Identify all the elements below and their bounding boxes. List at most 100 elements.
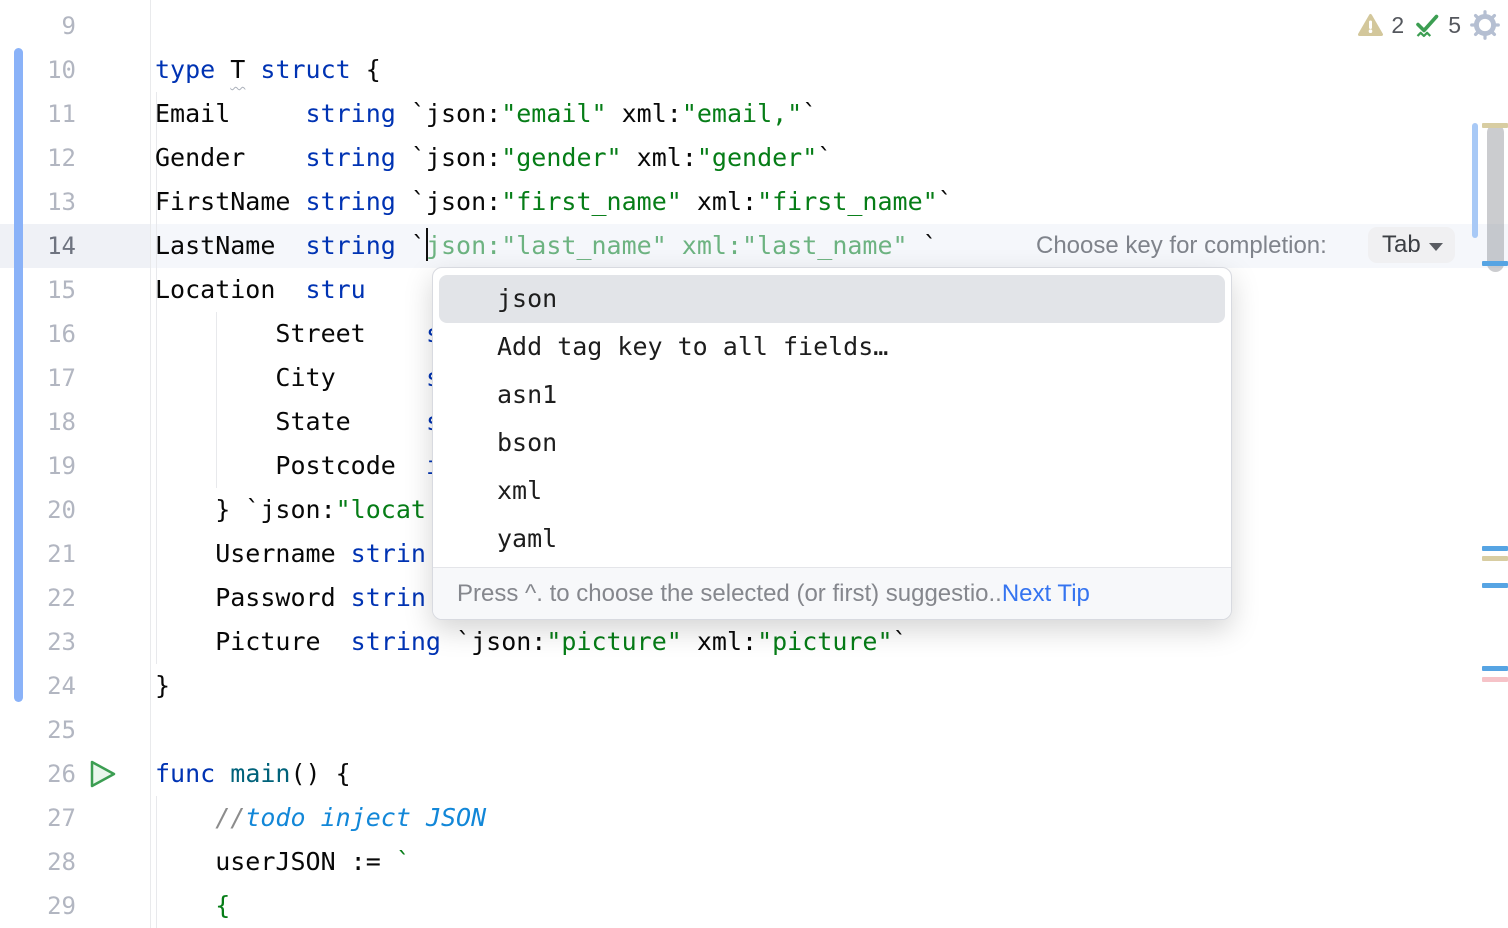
code-token: ` xyxy=(907,231,938,260)
caret-row-highlight-gutter xyxy=(0,224,150,268)
gear-icon[interactable] xyxy=(1470,10,1500,40)
stripe-mark-tan[interactable] xyxy=(1482,123,1508,128)
warning-count: 2 xyxy=(1391,11,1405,38)
gutter-line-number-26[interactable]: 26 xyxy=(47,760,76,788)
indent-guide xyxy=(156,796,157,928)
code-token: City xyxy=(155,363,426,392)
gutter-line-number-13[interactable]: 13 xyxy=(47,188,76,216)
completion-hint-label: Choose key for completion: xyxy=(1036,232,1327,259)
checks-button[interactable]: 5 xyxy=(1413,11,1461,39)
code-token: xml: xyxy=(606,99,682,128)
code-token: ` xyxy=(395,847,411,876)
code-line-27[interactable]: //todo inject JSON xyxy=(155,796,486,840)
indent-guide xyxy=(156,92,157,664)
gutter-change-bar[interactable] xyxy=(14,48,23,702)
code-token: "picture" xyxy=(757,627,893,656)
code-token: ` xyxy=(892,627,908,656)
code-line-20[interactable]: } `json:"locat xyxy=(155,488,426,532)
gutter-line-number-19[interactable]: 19 xyxy=(47,452,76,480)
scrollbar-thumb[interactable] xyxy=(1487,124,1504,272)
completion-item-asn1[interactable]: asn1 xyxy=(497,380,558,409)
chevron-down-icon xyxy=(1428,242,1443,251)
gutter-line-number-11[interactable]: 11 xyxy=(47,100,76,128)
code-token: Picture xyxy=(155,627,351,656)
code-token xyxy=(245,55,260,84)
code-token: } `json: xyxy=(155,495,336,524)
code-token xyxy=(155,803,215,832)
warnings-button[interactable]: 2 xyxy=(1357,12,1404,39)
gutter-line-number-12[interactable]: 12 xyxy=(47,144,76,172)
code-token: string xyxy=(305,187,396,216)
code-token: func xyxy=(155,759,231,788)
stripe-mark-blue[interactable] xyxy=(1482,666,1508,671)
completion-item-json[interactable]: json xyxy=(439,275,1225,323)
indent-guide xyxy=(216,312,217,488)
completion-popup-footer: Press ^. to choose the selected (or firs… xyxy=(433,567,1231,619)
gutter-line-number-27[interactable]: 27 xyxy=(47,804,76,832)
code-line-29[interactable]: { xyxy=(155,884,230,928)
code-token: ` xyxy=(395,231,426,260)
code-line-12[interactable]: Gender string `json:"gender" xml:"gender… xyxy=(155,136,832,180)
code-line-21[interactable]: Username strin xyxy=(155,532,426,576)
code-line-15[interactable]: Location stru xyxy=(155,268,366,312)
code-line-13[interactable]: FirstName string `json:"first_name" xml:… xyxy=(155,180,953,224)
code-token: string xyxy=(305,231,396,260)
code-token: { xyxy=(215,891,231,920)
gutter-line-number-9[interactable]: 9 xyxy=(61,12,76,40)
gutter-line-number-10[interactable]: 10 xyxy=(47,56,76,84)
code-token: ` xyxy=(937,187,953,216)
code-line-14[interactable]: LastName string `json:"last_name" xml:"l… xyxy=(155,224,938,268)
completion-item-yaml[interactable]: yaml xyxy=(497,524,558,553)
code-line-24[interactable]: } xyxy=(155,664,170,708)
run-main-icon[interactable] xyxy=(88,759,118,789)
code-line-16[interactable]: Street s xyxy=(155,312,441,356)
check-squiggle-icon xyxy=(1416,14,1439,38)
stripe-mark-blue[interactable] xyxy=(1482,261,1508,266)
gutter-line-number-16[interactable]: 16 xyxy=(47,320,76,348)
code-token: ` xyxy=(817,143,833,172)
gutter-line-number-21[interactable]: 21 xyxy=(47,540,76,568)
gutter-line-number-20[interactable]: 20 xyxy=(47,496,76,524)
gutter-line-number-28[interactable]: 28 xyxy=(47,848,76,876)
gutter-line-number-15[interactable]: 15 xyxy=(47,276,76,304)
code-token: () { xyxy=(290,759,351,788)
stripe-mark-pink[interactable] xyxy=(1482,677,1508,682)
stripe-mark-tan[interactable] xyxy=(1482,556,1508,561)
code-line-17[interactable]: City s xyxy=(155,356,441,400)
code-line-19[interactable]: Postcode i xyxy=(155,444,441,488)
code-token: xml: xyxy=(681,627,758,656)
stripe-mark-blue[interactable] xyxy=(1482,583,1508,588)
code-line-22[interactable]: Password strin xyxy=(155,576,426,620)
code-line-23[interactable]: Picture string `json:"picture" xml:"pict… xyxy=(155,620,908,664)
stripe-mark-blue[interactable] xyxy=(1482,546,1508,551)
gutter-line-number-22[interactable]: 22 xyxy=(47,584,76,612)
completion-key-dropdown[interactable]: Tab xyxy=(1368,227,1455,263)
code-token: `json: xyxy=(395,187,502,216)
completion-item-add-tag-key-to-all-fields[interactable]: Add tag key to all fields… xyxy=(497,332,889,361)
gutter-line-number-24[interactable]: 24 xyxy=(47,672,76,700)
code-token: string xyxy=(350,627,441,656)
inspection-widget: 2 5 xyxy=(1357,8,1500,42)
code-token: { xyxy=(350,55,381,84)
next-tip-link[interactable]: Next Tip xyxy=(1001,579,1090,607)
completion-key-label: Tab xyxy=(1382,231,1421,258)
completion-item-bson[interactable]: bson xyxy=(497,428,558,457)
gutter-border xyxy=(150,0,151,928)
gutter-line-number-25[interactable]: 25 xyxy=(47,716,76,744)
code-token: // xyxy=(215,803,246,832)
footer-hint-text: Press ^. to choose the selected (or firs… xyxy=(457,579,1002,607)
gutter-line-number-29[interactable]: 29 xyxy=(47,892,76,920)
code-token: struct xyxy=(260,55,351,84)
gutter-line-number-14[interactable]: 14 xyxy=(47,232,76,260)
completion-item-xml[interactable]: xml xyxy=(497,476,543,505)
scrollbar-change-marker[interactable] xyxy=(1472,123,1478,238)
gutter-line-number-17[interactable]: 17 xyxy=(47,364,76,392)
code-line-10[interactable]: type T struct { xyxy=(155,48,381,92)
code-line-26[interactable]: func main() { xyxy=(155,752,351,796)
code-line-18[interactable]: State s xyxy=(155,400,441,444)
gutter-line-number-23[interactable]: 23 xyxy=(47,628,76,656)
code-line-11[interactable]: Email string `json:"email" xml:"email,"` xyxy=(155,92,817,136)
code-line-28[interactable]: userJSON := ` xyxy=(155,840,411,884)
gutter-line-number-18[interactable]: 18 xyxy=(47,408,76,436)
code-token: "gender" xyxy=(501,143,622,172)
